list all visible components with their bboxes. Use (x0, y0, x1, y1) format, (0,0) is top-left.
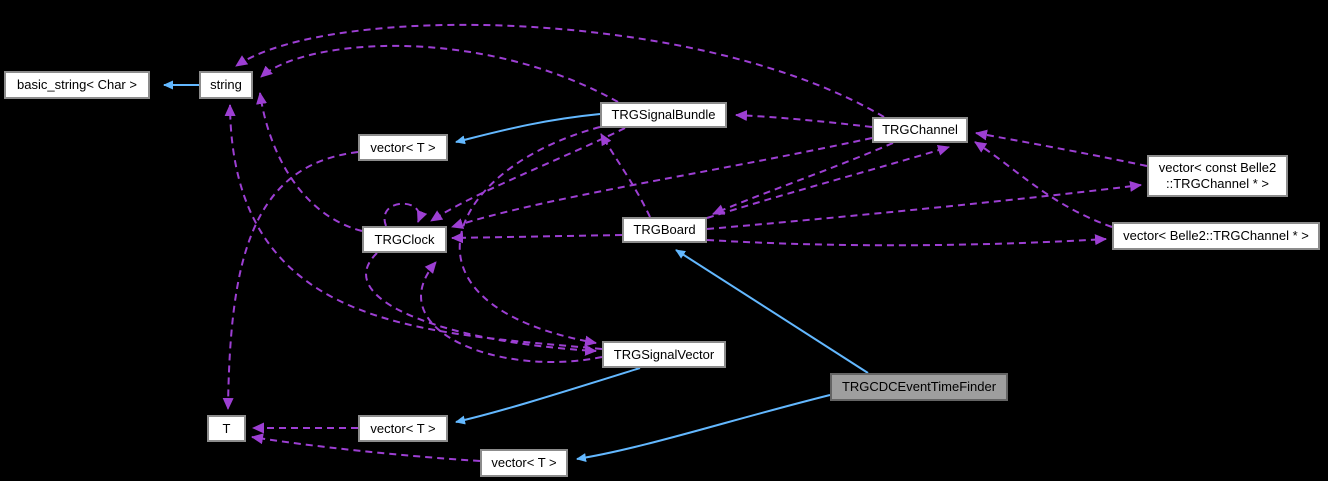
node-trgclock[interactable]: TRGClock (362, 226, 447, 253)
node-vector-mid: vector< T > (358, 415, 448, 442)
edge-trgsignalbundle-to-trgsignalvector (458, 126, 601, 347)
edge-trgclock-to-string (256, 92, 363, 232)
node-trgcdceventtimefinder: TRGCDCEventTimeFinder (830, 373, 1008, 401)
edge-vector-bottom-to-t (251, 433, 481, 462)
edge-trgsignalbundle-to-trgclock (430, 127, 626, 222)
edge-trgsignalvector-to-vector-mid (455, 367, 641, 425)
edge-vec-belle2-to-trgchannel (974, 141, 1113, 228)
edge-trgclock-self-loop (383, 202, 428, 227)
edge-trgsignalbundle-to-vector-top (455, 113, 601, 145)
edge-trgsignalbundle-to-string (260, 44, 619, 103)
node-trgsignalbundle[interactable]: TRGSignalBundle (600, 102, 727, 128)
edge-trgboard-to-trgclock (451, 232, 623, 244)
node-string: string (199, 71, 253, 99)
edge-subject-to-trgboard (675, 249, 869, 374)
edge-vec-const-to-trgchannel (975, 129, 1148, 167)
node-vector-const-trgchannel: vector< const Belle2 ::TRGChannel * > (1147, 155, 1288, 197)
edge-trgchannel-to-trgsignalbundle (735, 110, 873, 128)
edge-trgboard-to-trgchannel (706, 144, 950, 219)
node-basic-string: basic_string< Char > (4, 71, 150, 99)
node-t: T (207, 415, 246, 442)
node-trgsignalvector[interactable]: TRGSignalVector (602, 341, 726, 368)
edge-trgsignalvector-to-trgclock (420, 261, 603, 363)
edge-trgboard-to-trgsignalbundle (600, 133, 651, 218)
edge-trgclock-to-trgsignalvector (365, 252, 597, 356)
node-vector-top: vector< T > (358, 134, 448, 161)
node-trgchannel[interactable]: TRGChannel (872, 117, 968, 143)
edge-trgboard-to-vec-const (706, 180, 1142, 230)
node-vector-belle2-trgchannel: vector< Belle2::TRGChannel * > (1112, 222, 1320, 250)
edge-trgsignalvector-to-string (224, 104, 603, 350)
edge-trgchannel-to-string (235, 23, 885, 118)
node-vector-bottom: vector< T > (480, 449, 568, 477)
node-trgboard[interactable]: TRGBoard (622, 217, 707, 243)
edge-trgboard-to-vec-belle2 (706, 234, 1107, 247)
edge-trgchannel-to-trgclock (451, 137, 873, 229)
edge-trgchannel-to-trgboard (712, 142, 894, 215)
edge-vector-top-to-t (222, 151, 359, 410)
edge-subject-to-vector-bottom (576, 394, 831, 463)
